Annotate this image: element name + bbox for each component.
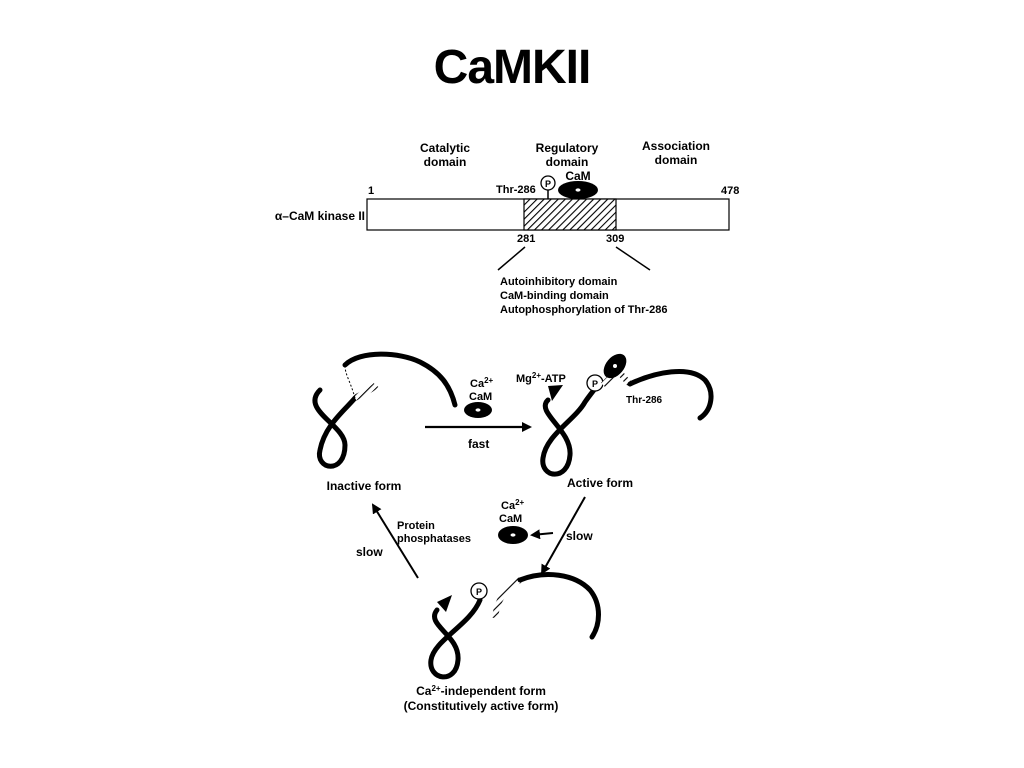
activation-cycle: Inactive form Ca2+ CaM fast Mg2+-ATP P T… (312, 351, 714, 713)
feature-autoinhibitory: Autoinhibitory domain (500, 276, 618, 288)
catalytic-domain-label-line1: Catalytic (420, 141, 470, 155)
phosphate-circle (540, 175, 556, 191)
dephosphorylation-slow-arrow (371, 503, 419, 579)
active-association-strand (627, 368, 714, 421)
phosphatase-label-line2: phosphatases (397, 533, 471, 545)
cam-label-middle: CaM (499, 513, 522, 525)
residue-309-label: 309 (606, 233, 624, 245)
page-title: CaMKII (433, 41, 592, 94)
ca-label-middle: Ca2+ (501, 498, 525, 512)
calmodulin-dot-top (475, 408, 481, 412)
independent-atp-wedge (437, 595, 452, 612)
independent-phosphate-circle (470, 582, 488, 600)
active-form-label: Active form (567, 476, 633, 490)
active-catalytic-strand (540, 381, 601, 477)
active-form: Mg2+-ATP P Thr-286 Active form (516, 353, 714, 490)
feature-autophosphorylation: Autophosphorylation of Thr-286 (500, 304, 667, 316)
independent-form-subtitle: (Constitutively active form) (404, 699, 559, 713)
ca-label-top: Ca2+ (470, 376, 494, 390)
cam-label: CaM (565, 169, 590, 183)
callout-line-left (497, 246, 526, 271)
slow-left-label: slow (356, 545, 383, 559)
inactive-form: Inactive form (312, 351, 458, 493)
calmodulin-dot (575, 188, 581, 192)
calmodulin-dot-middle (510, 533, 516, 537)
cam-release-arrow (530, 529, 554, 540)
domain-map: Catalytic domain Regulatory domain Assoc… (275, 139, 739, 316)
independent-catalytic-strand (428, 597, 483, 680)
phosphatase-label-line1: Protein (397, 520, 435, 532)
cam-label-top: CaM (469, 391, 492, 403)
thr-286-label: Thr-286 (496, 184, 536, 196)
phosphate-symbol: P (545, 179, 551, 189)
mg-atp-label: Mg2+-ATP (516, 371, 566, 385)
callout-line-right (615, 246, 651, 271)
feature-cam-binding: CaM-binding domain (500, 290, 609, 302)
protein-label: α–CaM kinase II (275, 209, 365, 223)
active-phosphate-symbol: P (592, 379, 598, 389)
inactive-form-label: Inactive form (327, 479, 402, 493)
association-domain-label-line1: Association (642, 139, 710, 153)
catalytic-domain-label-line2: domain (424, 155, 467, 169)
independent-form-label: Ca2+-independent form (416, 684, 546, 698)
inactivation-slow-arrow (541, 496, 586, 575)
regulatory-domain-label-line2: domain (546, 155, 589, 169)
end-residue-label: 478 (721, 185, 739, 197)
inactive-association-strand (342, 351, 458, 408)
atp-wedge (548, 385, 563, 401)
independent-phosphate-symbol: P (476, 587, 482, 597)
regulatory-segment (523, 198, 617, 231)
association-domain-label-line2: domain (655, 153, 698, 167)
inactive-regulatory-strand (353, 382, 379, 401)
regulatory-domain-label-line1: Regulatory (536, 141, 599, 155)
inactive-catalytic-strand (312, 387, 358, 469)
fast-label: fast (468, 437, 489, 451)
residue-281-label: 281 (517, 233, 535, 245)
calmodulin-bound-dot (613, 364, 617, 368)
independent-form: P Ca2+-independent form (Constitutively … (404, 572, 601, 713)
active-thr-286-label: Thr-286 (626, 395, 663, 406)
slow-right-label: slow (566, 529, 593, 543)
start-residue-label: 1 (368, 185, 374, 197)
independent-regulatory-strand (492, 577, 522, 619)
independent-association-strand (517, 572, 601, 640)
